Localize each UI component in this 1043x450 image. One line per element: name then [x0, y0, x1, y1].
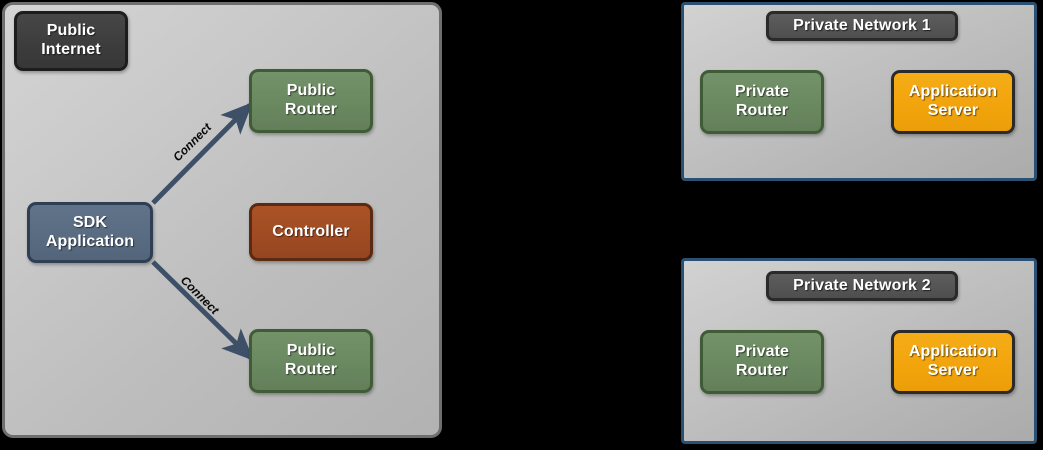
node-application-server-2[interactable]: Application Server	[891, 330, 1015, 394]
node-sdk-application[interactable]: SDK Application	[27, 202, 153, 263]
node-public-router-2[interactable]: Public Router	[249, 329, 373, 393]
private-network-1-title: Private Network 1	[766, 11, 958, 41]
node-application-server-1[interactable]: Application Server	[891, 70, 1015, 134]
node-private-router-1[interactable]: Private Router	[700, 70, 824, 134]
node-controller[interactable]: Controller	[249, 203, 373, 261]
private-network-2-title: Private Network 2	[766, 271, 958, 301]
node-private-router-2[interactable]: Private Router	[700, 330, 824, 394]
node-public-router-1[interactable]: Public Router	[249, 69, 373, 133]
node-public-internet[interactable]: Public Internet	[14, 11, 128, 71]
